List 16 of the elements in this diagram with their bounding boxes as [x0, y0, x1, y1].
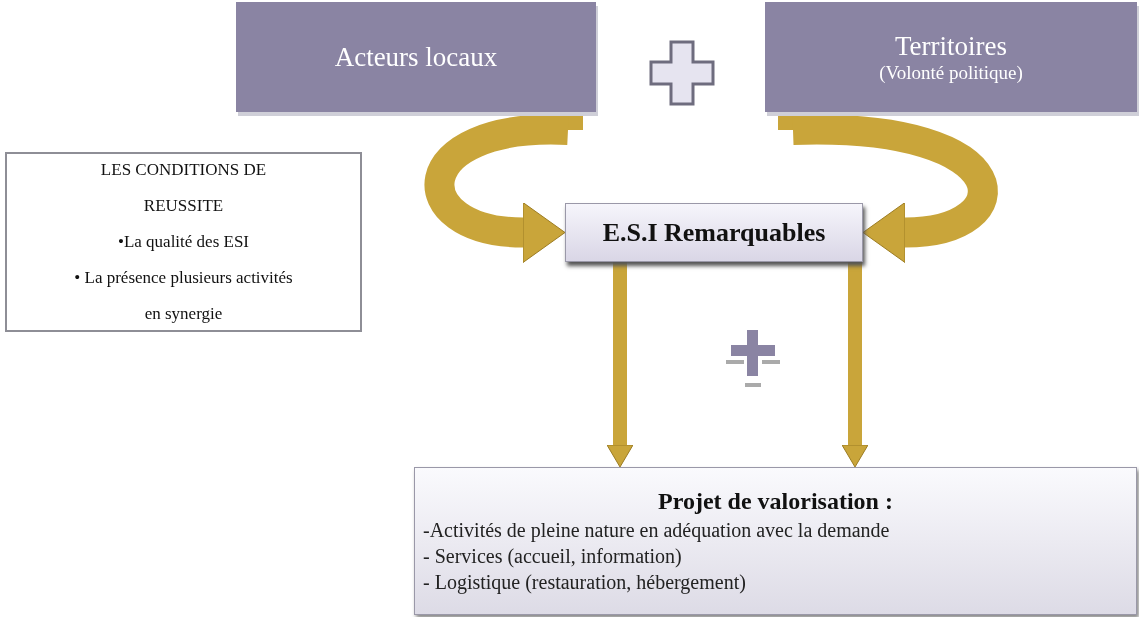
arrow: [606, 262, 634, 468]
note-text: • La présence plusieurs activités en synergie: [73, 267, 294, 325]
note-text: •La qualité des ESI: [117, 231, 250, 253]
result-text: - Services (accueil, information): [423, 543, 682, 569]
box-label: (Volonté politique): [879, 61, 1023, 84]
result-box: [414, 467, 1137, 615]
result-text: - Logistique (restauration, hébergement): [423, 569, 746, 595]
box-label: E.S.I Remarquables: [602, 217, 826, 248]
result-text: -Activités de pleine nature en adéquation avec la demande: [423, 517, 890, 543]
result-text: Projet de valorisation :: [658, 487, 893, 515]
process-box: [565, 203, 863, 262]
box-label: Territoires: [894, 30, 1008, 62]
note-box: [5, 152, 362, 332]
box-label: Acteurs locaux: [334, 41, 498, 73]
arrow: [841, 262, 869, 468]
note-text: LES CONDITIONS DE REUSSITE: [99, 159, 268, 217]
